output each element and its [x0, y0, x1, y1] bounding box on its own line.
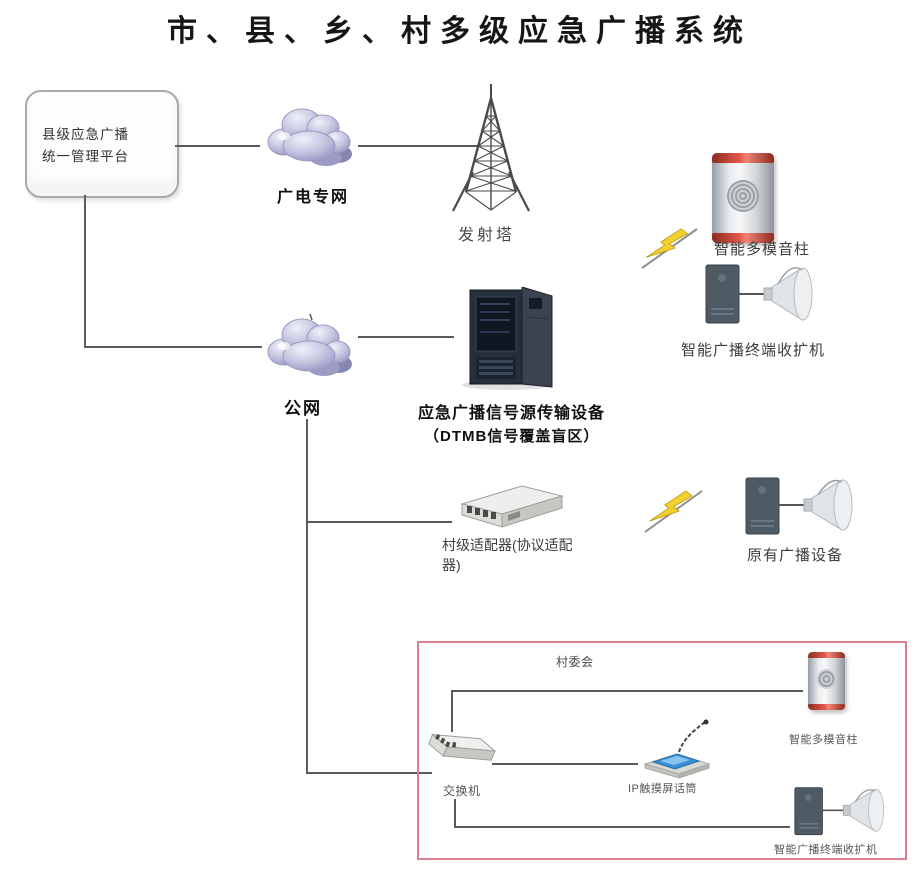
tower-label: 发射塔 [458, 227, 516, 244]
connector-to-village-amp [454, 826, 790, 828]
connector-branch-to-village [306, 772, 432, 774]
transmission-tower-icon [452, 84, 530, 212]
connector-public-cloud-down [306, 419, 308, 774]
connector-branch-to-adapter [306, 521, 452, 523]
speaker-grille-icon [816, 669, 837, 689]
village-committee-label: 村委会 [556, 655, 594, 669]
connector-switch-to-mic [492, 763, 638, 765]
page-title: 市、县、乡、村多级应急广播系统 [167, 15, 752, 48]
connector-platform-down [84, 195, 86, 348]
broadcast-network-cloud-icon [267, 108, 352, 166]
terminal-amp-icon [794, 787, 885, 836]
switch-label: 交换机 [443, 784, 481, 798]
cabinet-label: 应急广播信号源传输设备 （DTMB信号覆盖盲区） [418, 405, 606, 445]
switch-icon [428, 733, 497, 761]
ip-microphone-icon [643, 719, 711, 779]
county-platform-label: 县级应急广播 统一管理平台 [42, 127, 129, 164]
sound-column-icon [808, 652, 845, 710]
wireless-link-icon [644, 490, 703, 533]
connector-platform-to-broadcast-cloud [175, 145, 260, 147]
village-committee-box [417, 641, 907, 860]
signal-cabinet-icon [462, 287, 553, 390]
village-adapter-label: 村级适配器(协议适配 器) [442, 537, 573, 573]
village-terminal-amp-label: 智能广播终端收扩机 [774, 844, 878, 856]
village-adapter-icon [460, 485, 564, 528]
connector-village-top [451, 690, 803, 692]
connector-switch-down [454, 799, 456, 828]
village-sound-column-label: 智能多模音柱 [789, 734, 858, 746]
connector-switch-up [451, 690, 453, 732]
county-platform-node: 县级应急广播 统一管理平台 [25, 90, 179, 198]
connector-public-cloud-to-cabinet [358, 336, 454, 338]
sound-column-label: 智能多模音柱 [714, 241, 811, 258]
sound-column-icon [712, 153, 774, 243]
legacy-broadcast-label: 原有广播设备 [747, 547, 844, 564]
public-network-label: 公网 [284, 399, 322, 418]
legacy-broadcast-icon [745, 477, 853, 535]
terminal-amp-label: 智能广播终端收扩机 [681, 342, 826, 359]
public-network-cloud-icon [267, 313, 352, 376]
broadcast-network-label: 广电专网 [277, 189, 350, 206]
wireless-link-icon [641, 228, 698, 269]
ip-microphone-label: IP触摸屏话筒 [628, 783, 697, 795]
connector-to-public-cloud [84, 346, 262, 348]
connector-broadcast-cloud-to-tower [358, 145, 480, 147]
terminal-amp-icon [705, 264, 813, 324]
speaker-grille-icon [726, 180, 760, 213]
